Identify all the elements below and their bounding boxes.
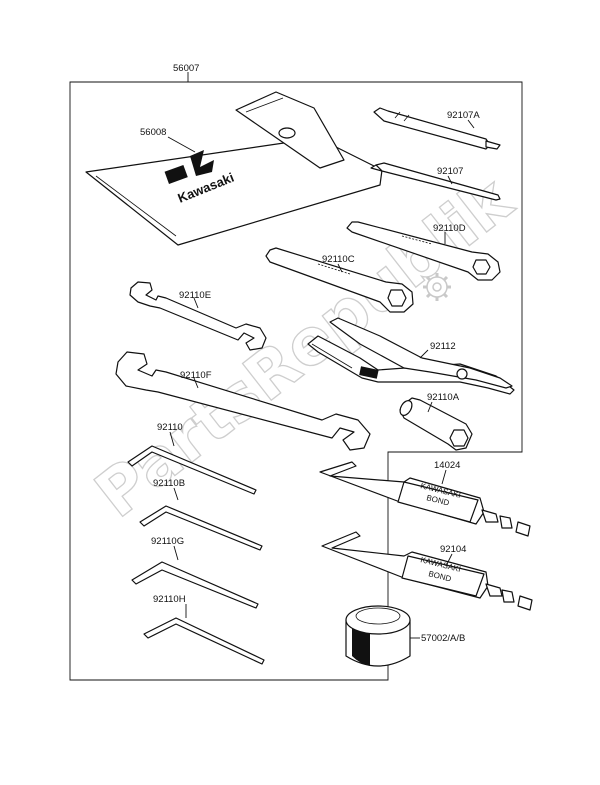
pouch-leader [167, 136, 196, 153]
grease-tin [345, 605, 411, 667]
socket-wrench [399, 397, 473, 451]
bond-tube-92104: KAWASAKI BOND [321, 531, 533, 611]
label-screwdriver-a: 92107A [447, 110, 480, 121]
pliers-leader [419, 349, 429, 359]
hex-key-92110h [143, 617, 265, 665]
label-wrench-c: 92110C [322, 254, 355, 265]
bond-2-leader [445, 553, 453, 567]
wrench-c [265, 247, 414, 313]
screwdriver-a-leader [467, 119, 475, 129]
label-hex: 92110 [157, 422, 183, 433]
screwdriver-handle [373, 107, 501, 150]
hex-key-92110 [127, 445, 257, 495]
label-wrench-e: 92110E [179, 290, 211, 301]
wrench-e [129, 281, 267, 351]
label-wrench-f: 92110F [180, 370, 212, 381]
hex-b-leader [173, 487, 179, 501]
screwdriver-leader [447, 175, 453, 185]
label-socket: 92110A [427, 392, 460, 403]
bond-tube-14024: KAWASAKI BOND [319, 461, 531, 537]
hex-key-92110g [131, 561, 259, 609]
label-hex-h: 92110H [153, 594, 186, 605]
bond-1-leader [441, 469, 447, 485]
screwdriver [370, 162, 501, 201]
socket-leader [427, 401, 433, 413]
wrench-f-leader [193, 377, 199, 389]
hex-leader [169, 431, 175, 447]
label-pliers: 92112 [430, 341, 456, 352]
label-bond-2: 92104 [440, 544, 466, 555]
wrench-d [346, 221, 501, 281]
pliers [307, 317, 515, 395]
gear-icon [423, 273, 451, 301]
wrench-c-leader [337, 263, 343, 273]
label-hex-g: 92110G [151, 536, 184, 547]
tool-pouch: Kawasaki [85, 91, 383, 246]
label-bond-1: 14024 [434, 460, 460, 471]
hex-key-92110b [139, 505, 263, 551]
label-kit: 56007 [173, 63, 199, 74]
wrench-e-leader [193, 297, 199, 309]
label-pouch: 56008 [140, 127, 166, 138]
kit-boundary [69, 81, 523, 681]
label-grease: 57002/A/B [421, 633, 465, 644]
wrench-f [115, 351, 371, 451]
label-wrench-d: 92110D [433, 223, 466, 234]
label-screwdriver: 92107 [437, 166, 463, 177]
hex-g-leader [173, 545, 179, 561]
label-hex-b: 92110B [153, 478, 185, 489]
snap-button-icon [278, 127, 296, 139]
